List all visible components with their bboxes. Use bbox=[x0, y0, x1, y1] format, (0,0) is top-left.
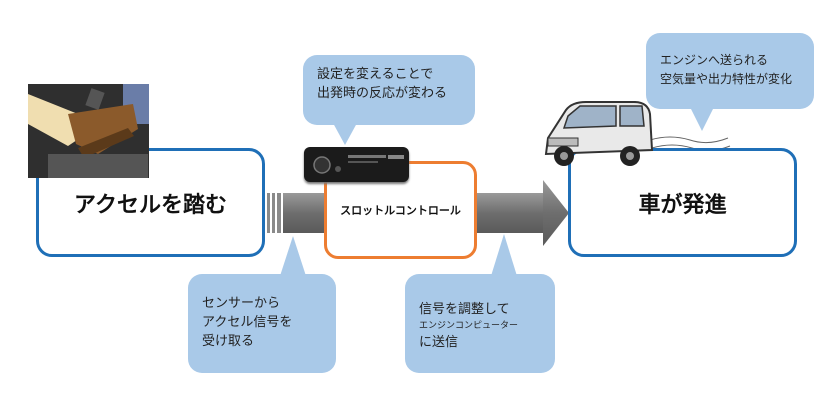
callout-settings-line2: 出発時の反応が変わる bbox=[317, 86, 448, 101]
callout-signal-line3: に送信 bbox=[419, 335, 459, 350]
car-illustration bbox=[538, 98, 658, 170]
callout-sensor-line3: 受け取る bbox=[202, 334, 255, 349]
callout-engine-line2: 空気量や出力特性が変化 bbox=[660, 72, 793, 86]
callout-settings-line1: 設定を変えることで bbox=[317, 67, 434, 82]
callout-signal-line2: エンジンコンピューター bbox=[419, 321, 519, 331]
step-pedal-label: アクセルを踏む bbox=[74, 192, 227, 218]
step-car-box: 車が発進 bbox=[568, 148, 797, 257]
callout-engine: エンジンへ送られる 空気量や出力特性が変化 bbox=[646, 33, 814, 131]
callout-sensor: センサーから アクセル信号を 受け取る bbox=[188, 236, 336, 373]
callout-settings: 設定を変えることで 出発時の反応が変わる bbox=[303, 55, 475, 145]
callout-sensor-line2: アクセル信号を bbox=[202, 315, 293, 330]
callout-signal: 信号を調整して エンジンコンピューター に送信 bbox=[405, 234, 555, 373]
step-car-label: 車が発進 bbox=[638, 192, 727, 218]
callout-signal-line1: 信号を調整して bbox=[419, 302, 510, 317]
callout-engine-line1: エンジンへ送られる bbox=[660, 53, 769, 67]
throttle-device bbox=[304, 147, 409, 182]
callout-sensor-line1: センサーから bbox=[202, 296, 281, 311]
step-pedal-box: アクセルを踏む bbox=[36, 148, 265, 257]
step-throttle-label: スロットルコントロール bbox=[340, 204, 461, 217]
pedal-photo bbox=[28, 84, 149, 178]
